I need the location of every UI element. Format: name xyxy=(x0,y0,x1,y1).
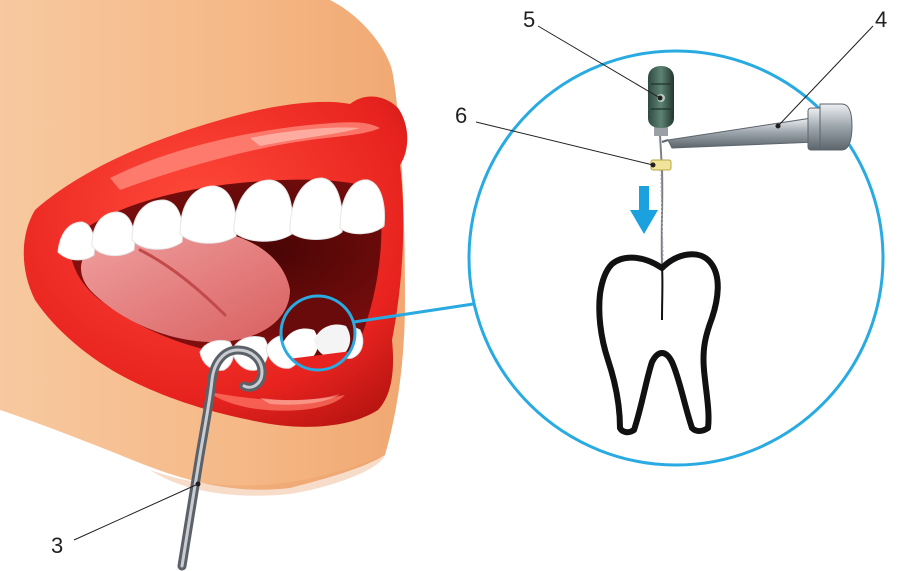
label-endo-file: 5 xyxy=(523,7,535,32)
label-lip-clip: 3 xyxy=(51,533,63,558)
label-file-holder: 4 xyxy=(875,7,887,32)
leader-line-3 xyxy=(74,484,198,540)
label-rubber-stop: 6 xyxy=(455,103,467,128)
